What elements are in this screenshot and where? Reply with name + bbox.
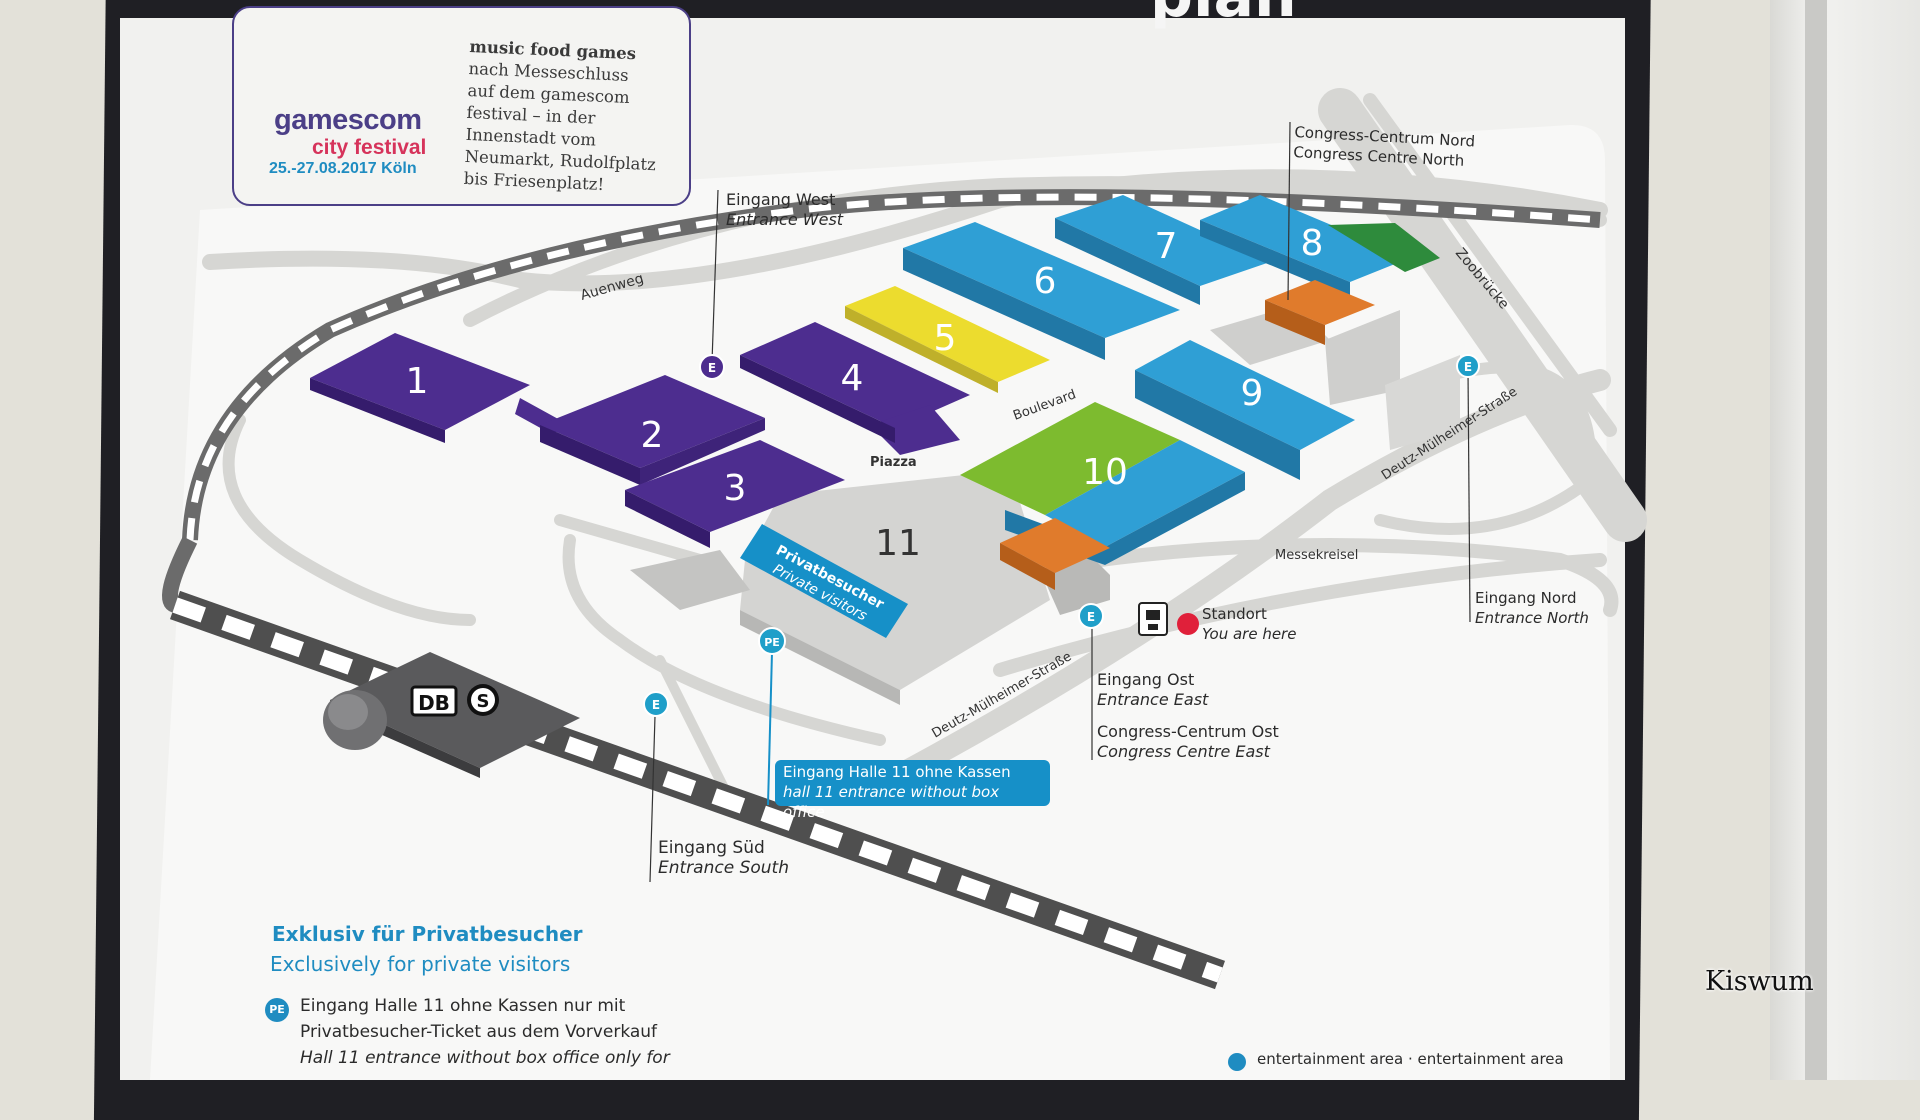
entrance-markers: E E E E PE [643,354,1480,717]
logo-name: gamescom [274,104,422,136]
db-label: DB [418,691,450,715]
hall-6-label: 6 [1034,261,1057,302]
messekreisel-label: Messekreisel [1275,548,1359,563]
entrance-icon-north [1456,354,1480,378]
legend-text: entertainment area · entertainment area [1257,1050,1564,1068]
hall-10[interactable] [960,402,1180,515]
entrance-icon-east [1078,603,1104,629]
info-body: Eingang Halle 11 ohne Kassen nur mit Pri… [300,996,670,1068]
hall-8[interactable] [1200,195,1410,282]
hall-7-label: 7 [1155,226,1178,267]
logo-dates: 25.-27.08.2017 Köln [269,160,417,177]
svg-text:E: E [1464,360,1472,374]
roads [202,88,1647,805]
svg-text:E: E [652,698,660,712]
logo-box: gamescom city festival 25.-27.08.2017 Kö… [232,6,691,206]
hall-11-callout: Eingang Halle 11 ohne Kassen hall 11 ent… [775,760,1050,821]
hall-1[interactable] [310,333,530,430]
logo-subtitle: city festival [312,136,427,159]
venue-map: plan DB S [120,0,1647,990]
leader-lines [649,121,1471,883]
hall-9[interactable] [1135,340,1355,450]
info-title: Exklusiv für Privatbesucher [272,922,583,946]
svg-text:PE: PE [764,636,780,649]
hall-5[interactable] [845,286,1050,382]
train-station: DB S [323,652,580,778]
hall-9-label: 9 [1241,373,1264,414]
entrance-icon-south [643,691,669,717]
hall-6[interactable] [903,222,1180,338]
watermark: Kiswum [1705,966,1814,997]
entrance-icon-west [699,354,725,380]
pe-badge-icon: PE [265,998,289,1022]
piazza-label: Piazza [870,455,917,470]
hall-2-label: 2 [641,415,664,456]
info-subtitle: Exclusively for private visitors [270,952,571,976]
svg-text:E: E [1087,610,1095,624]
door-frame [1805,0,1827,1080]
hall-7[interactable] [1055,195,1270,286]
hall-1-label: 1 [406,361,429,402]
hall-4-label: 4 [841,358,864,399]
hall-2[interactable] [540,375,765,468]
orange-block-south [1000,518,1110,573]
hall-11-label: 11 [875,523,921,564]
svg-text:E: E [708,361,716,375]
entertainment-area-icon [1228,1053,1246,1071]
hall-10-label: 10 [1082,452,1128,493]
hall-3[interactable] [625,440,845,532]
hall-8-label: 8 [1301,223,1324,264]
db-icon [410,685,458,717]
grey-structures [630,305,1460,705]
hall-5-label: 5 [934,318,957,359]
hall-4[interactable] [740,322,970,428]
festival-note: music food games nach Messeschluss auf d… [463,36,657,194]
plan-title-fragment: plan [1150,0,1297,31]
private-entrance-icon [758,627,786,655]
hall-3-label: 3 [724,468,747,509]
orange-block-north [1265,280,1375,325]
railway [162,189,1601,990]
sbahn-label: S [477,691,490,712]
wall-background [1770,0,1920,1080]
green-area [1328,223,1440,272]
you-are-here-icon [1177,613,1199,635]
